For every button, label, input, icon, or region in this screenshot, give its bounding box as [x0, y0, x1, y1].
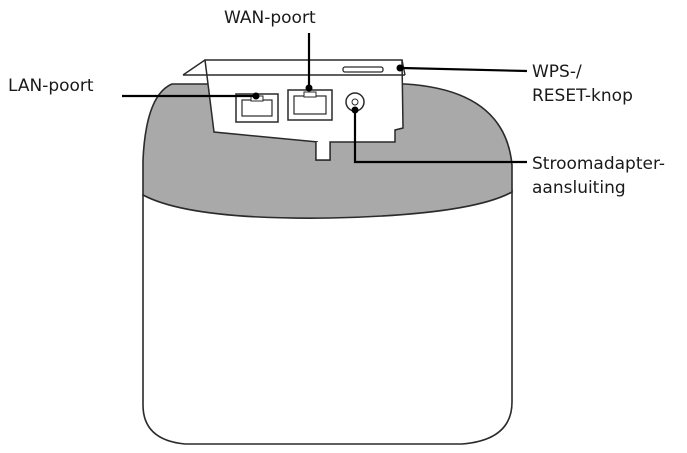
- label-power-line2: aansluiting: [532, 178, 626, 198]
- recess-left-wall: [182, 59, 206, 76]
- label-wps-reset-line2: RESET-knop: [532, 86, 633, 106]
- leader-wan-dot: [305, 84, 313, 92]
- leader-power-dot: [351, 106, 359, 114]
- power-jack: [345, 92, 365, 112]
- wps-reset-button: [342, 66, 384, 73]
- label-wps-reset-line1: WPS-/: [532, 62, 582, 82]
- router-body: [142, 189, 513, 445]
- label-lan-port: LAN-poort: [8, 76, 94, 96]
- cable-notch: [315, 142, 331, 161]
- label-wan-port: WAN-poort: [224, 8, 316, 28]
- leader-power: [353, 112, 527, 164]
- leader-lan-dot: [252, 92, 260, 100]
- leader-wps: [401, 66, 528, 73]
- wan-port: [287, 89, 333, 121]
- label-power-line1: Stroomadapter-: [532, 154, 666, 174]
- leader-wps-dot: [396, 64, 404, 72]
